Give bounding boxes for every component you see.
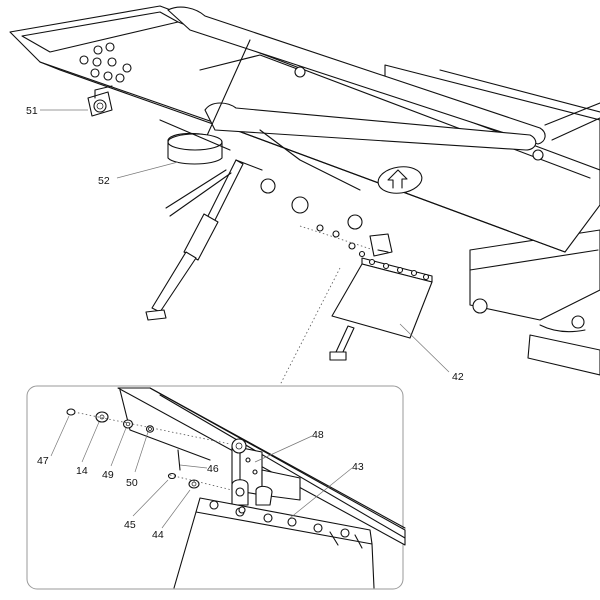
fastener-group <box>299 224 393 258</box>
callout-49: 49 <box>102 469 114 481</box>
support-leg <box>145 159 263 321</box>
callout-46: 46 <box>207 463 219 475</box>
callout-labels: 51 52 42 48 47 14 49 50 46 43 45 44 <box>26 105 464 541</box>
callout-42: 42 <box>452 371 464 383</box>
callout-43: 43 <box>352 461 364 473</box>
detail-inset <box>26 385 406 590</box>
callout-47: 47 <box>37 455 49 467</box>
exploded-fasteners <box>66 408 233 491</box>
leader-lines <box>40 109 450 529</box>
callout-44: 44 <box>152 529 164 541</box>
callout-14: 14 <box>76 465 88 477</box>
bracket-51 <box>87 85 113 117</box>
main-assembly-drawing <box>9 5 600 386</box>
callout-45: 45 <box>124 519 136 531</box>
keypad-holes <box>79 42 132 83</box>
flap-42 <box>331 257 433 339</box>
direction-arrow-icon <box>377 166 423 194</box>
callout-48: 48 <box>312 429 324 441</box>
callout-50: 50 <box>126 477 138 489</box>
motor-52 <box>159 119 231 165</box>
callout-51: 51 <box>26 105 38 117</box>
callout-52: 52 <box>98 175 110 187</box>
